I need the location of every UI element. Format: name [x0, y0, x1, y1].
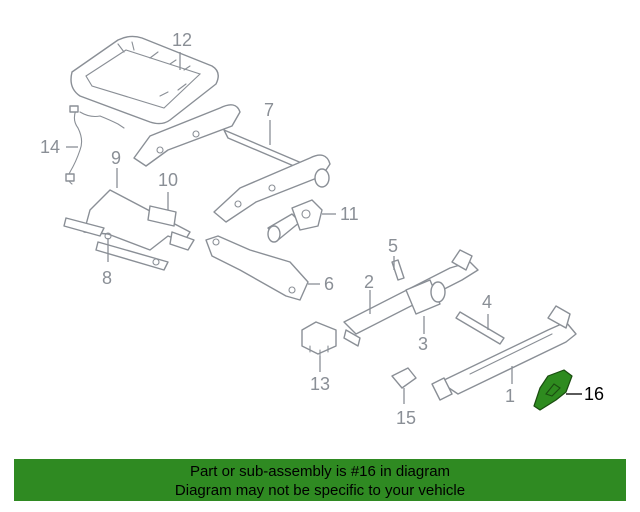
part-11-motor: [267, 199, 323, 243]
part-14-wire-harness: [65, 105, 125, 185]
part-12-seat-cushion: [70, 35, 219, 125]
callout-4: 4: [482, 292, 492, 312]
parts-diagram: 12 14 7 9 8 10: [40, 30, 604, 428]
part-3-actuator: [405, 279, 446, 315]
part-16-cover-highlighted: [533, 369, 573, 411]
part-10-bracket: [147, 205, 177, 227]
part-5-pin: [391, 259, 405, 281]
part-15-clip: [391, 367, 417, 389]
callout-10: 10: [158, 170, 178, 190]
part-6-side-bracket: [205, 235, 309, 301]
banner-line-2: Diagram may not be specific to your vehi…: [174, 482, 466, 499]
callout-1: 1: [505, 386, 515, 406]
callout-5: 5: [388, 236, 398, 256]
callout-3: 3: [418, 334, 428, 354]
callout-11: 11: [340, 204, 359, 224]
part-13-module: [301, 321, 337, 357]
callout-6: 6: [324, 274, 334, 294]
callout-16: 16: [584, 384, 604, 404]
callout-12: 12: [172, 30, 192, 50]
callout-15: 15: [396, 408, 416, 428]
info-banner: Part or sub-assembly is #16 in diagram D…: [14, 459, 626, 501]
part-7-seat-frame: [133, 104, 331, 223]
callout-14: 14: [40, 137, 60, 157]
part-1-track: [431, 305, 577, 401]
callout-13: 13: [310, 374, 330, 394]
banner-line-1: Part or sub-assembly is #16 in diagram: [189, 463, 451, 480]
callout-7: 7: [264, 100, 274, 120]
part-9-lower-frame: [63, 189, 195, 271]
callout-9: 9: [111, 148, 121, 168]
callout-2: 2: [364, 272, 374, 292]
part-4-shaft: [455, 311, 505, 345]
callout-8: 8: [102, 268, 112, 288]
